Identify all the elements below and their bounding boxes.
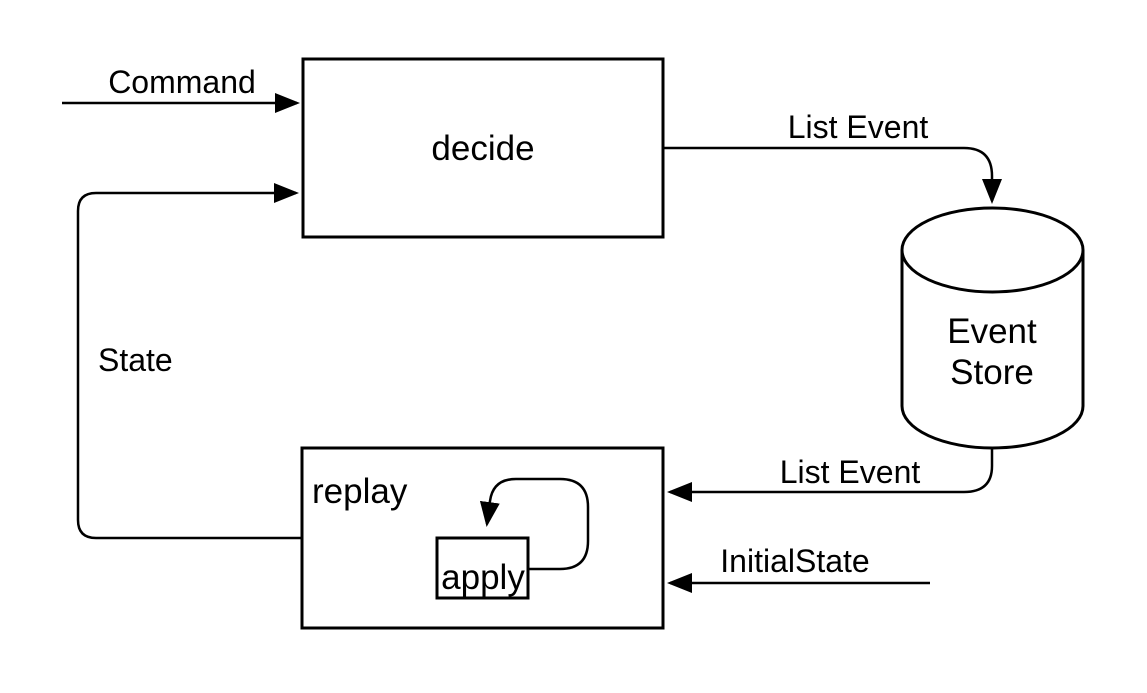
event-store-label-line2: Store [950,353,1034,392]
initial-state-arrow-label: InitialState [720,543,869,579]
state-arrow [76,183,302,540]
list-event-bottom-arrow [667,448,994,502]
decide-node-label: decide [431,129,534,168]
decide-node: decide [301,57,665,239]
apply-self-loop-arrow [479,477,590,571]
edges: Command State List Event List Event Init… [62,64,1002,593]
replay-node: replay apply [300,446,665,630]
event-store-label-line1: Event [947,312,1037,351]
list-event-top-arrow-label: List Event [788,109,929,145]
event-store-cylinder-body [900,250,1085,450]
list-event-top-arrow [663,146,1002,204]
command-arrow-label: Command [108,64,256,100]
list-event-bottom-arrow-label: List Event [780,454,921,490]
apply-node-label: apply [441,558,525,597]
replay-node-label: replay [312,472,408,511]
event-store-cylinder-top [900,206,1085,294]
decide-node-box [301,57,665,239]
state-arrow-label: State [98,342,173,378]
event-store-node: Event Store [900,206,1085,450]
